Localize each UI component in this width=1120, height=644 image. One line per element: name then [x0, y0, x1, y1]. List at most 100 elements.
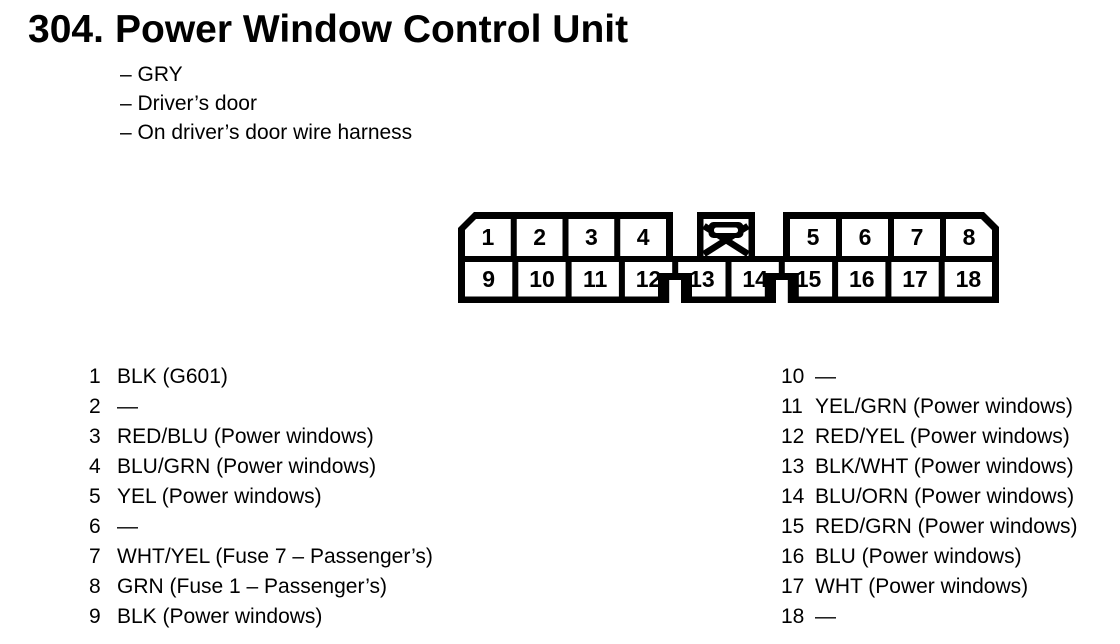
connector-drawing-icon: 1 2 3 4 5 6 7 8 9 10 11 12 13 14 15 16 1… [458, 212, 999, 303]
pin-description: RED/BLU (Power windows) [117, 425, 374, 448]
pin-list-item: 5 YEL (Power windows) [89, 482, 433, 512]
pin-description: RED/YEL (Power windows) [815, 425, 1070, 448]
pin-cell-11 [571, 262, 619, 297]
pin-list-item: 13 BLK/WHT (Power windows) [781, 452, 1078, 482]
pin-number: 14 [781, 485, 805, 508]
pin-description: BLK/WHT (Power windows) [815, 455, 1074, 478]
pin-description: BLK (G601) [117, 365, 228, 388]
pin-list-item: 15 RED/GRN (Power windows) [781, 512, 1078, 542]
pin-list-item: 8 GRN (Fuse 1 – Passenger’s) [89, 572, 433, 602]
pin-number-15: 15 [796, 266, 822, 292]
keying-notches [658, 273, 799, 303]
pin-list-right: 10 — 11 YEL/GRN (Power windows) 12 RED/YEL … [781, 362, 1078, 632]
pin-number-3: 3 [585, 224, 598, 250]
pin-list-item: 18 — [781, 602, 1078, 632]
connector-diagram: 1 2 3 4 5 6 7 8 9 10 11 12 13 14 15 16 1… [457, 211, 1000, 303]
pin-number: 1 [89, 365, 101, 388]
section-number: 304. [28, 8, 104, 51]
note-location: – Driver’s door [120, 92, 257, 115]
pin-number-13: 13 [689, 266, 715, 292]
pin-description: — [815, 605, 836, 628]
pin-number-4: 4 [637, 224, 650, 250]
pin-description: WHT (Power windows) [815, 575, 1029, 598]
note-harness: – On driver’s door wire harness [120, 121, 413, 144]
pin-description: BLU (Power windows) [815, 545, 1022, 568]
pin-list-item: 17 WHT (Power windows) [781, 572, 1078, 602]
pin-list-item: 10 — [781, 362, 1078, 392]
pin-cell-16 [838, 262, 886, 297]
pin-list-item: 9 BLK (Power windows) [89, 602, 433, 632]
pin-cell-6 [842, 219, 888, 256]
connector-notes: – GRY – Driver’s door – On driver’s door… [120, 60, 412, 147]
pin-list-item: 2— [89, 392, 433, 422]
pin-number-6: 6 [859, 224, 872, 250]
pin-number: 15 [781, 515, 805, 538]
pin-number: 17 [781, 575, 805, 598]
pin-number: 11 [781, 395, 803, 418]
pin-number: 10 [781, 365, 805, 388]
pin-number-1: 1 [482, 224, 495, 250]
pin-number: 4 [89, 455, 101, 478]
pin-description: — [815, 365, 836, 388]
pin-description: YEL (Power windows) [117, 485, 322, 508]
pin-list-item: 1 BLK (G601) [89, 362, 433, 392]
pin-description: — [117, 515, 138, 538]
pin-cell-7 [894, 219, 940, 256]
pin-cell-8 [946, 219, 992, 256]
pin-number-18: 18 [956, 266, 982, 292]
pin-cell-17 [891, 262, 939, 297]
pin-number-17: 17 [902, 266, 928, 292]
pin-number-9: 9 [482, 266, 495, 292]
latch-icon [702, 222, 750, 257]
pin-number: 5 [89, 485, 101, 508]
page-title: 304. Power Window Control Unit [28, 8, 628, 52]
pin-number-10: 10 [529, 266, 555, 292]
pin-number-7: 7 [911, 224, 924, 250]
pin-cell-18 [944, 262, 992, 297]
pin-number: 7 [89, 545, 101, 568]
pin-list-item: 16 BLU (Power windows) [781, 542, 1078, 572]
pin-list-item: 14 BLU/ORN (Power windows) [781, 482, 1078, 512]
pin-number-11: 11 [583, 266, 608, 292]
pin-number: 12 [781, 425, 805, 448]
pin-description: RED/GRN (Power windows) [815, 515, 1078, 538]
pin-cell-5 [790, 219, 836, 256]
pin-number-12: 12 [636, 266, 662, 292]
pin-number-5: 5 [807, 224, 820, 250]
pin-list-item: 4 BLU/GRN (Power windows) [89, 452, 433, 482]
pin-number: 16 [781, 545, 805, 568]
pin-description: — [117, 395, 138, 418]
pin-description: GRN (Fuse 1 – Passenger’s) [117, 575, 387, 598]
pin-list-item: 3 RED/BLU (Power windows) [89, 422, 433, 452]
pin-list-item: 11 YEL/GRN (Power windows) [781, 392, 1078, 422]
connector-cells [465, 219, 992, 297]
note-color: – GRY [120, 63, 183, 86]
pin-description: BLU/ORN (Power windows) [815, 485, 1075, 508]
pin-cell-4 [620, 219, 666, 256]
pin-description: YEL/GRN (Power windows) [815, 395, 1073, 418]
pin-list-item: 12 RED/YEL (Power windows) [781, 422, 1078, 452]
pin-number-14: 14 [742, 266, 768, 292]
pin-list-item: 7 WHT/YEL (Fuse 7 – Passenger’s) [89, 542, 433, 572]
pin-cell-1 [465, 219, 511, 256]
pin-description: WHT/YEL (Fuse 7 – Passenger’s) [117, 545, 433, 568]
title-text: Power Window Control Unit [115, 8, 629, 51]
pin-cell-3 [568, 219, 615, 256]
pin-number: 8 [89, 575, 101, 598]
pin-description: BLU/GRN (Power windows) [117, 455, 377, 478]
pin-number: 13 [781, 455, 805, 478]
pin-number: 6 [89, 515, 101, 538]
pin-number-8: 8 [963, 224, 976, 250]
pin-number-2: 2 [533, 224, 546, 250]
pin-number: 2 [89, 395, 101, 418]
pin-list-item: 6— [89, 512, 433, 542]
pin-number: 9 [89, 605, 101, 628]
pin-cell-10 [518, 262, 566, 297]
pin-number: 18 [781, 605, 805, 628]
pin-number-16: 16 [849, 266, 875, 292]
pin-number: 3 [89, 425, 101, 448]
pin-description: BLK (Power windows) [117, 605, 323, 628]
connector-pin-numbers: 1 2 3 4 5 6 7 8 9 10 11 12 13 14 15 16 1… [482, 224, 982, 292]
pin-cell-9 [465, 262, 513, 297]
